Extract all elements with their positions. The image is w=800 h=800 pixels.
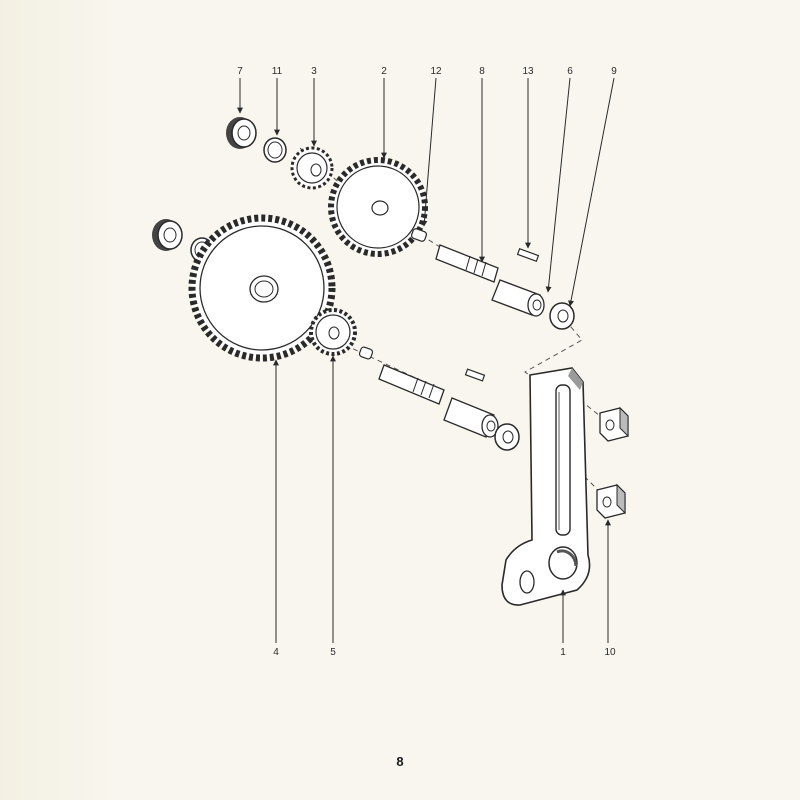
callout-6: 6 [567, 66, 573, 77]
callout-12: 12 [430, 66, 442, 77]
part-7-knurled-nut [226, 117, 257, 149]
part-8-shaft [435, 244, 499, 283]
lower-bushing [443, 397, 499, 438]
callout-4: 4 [273, 647, 279, 658]
callout-10: 10 [604, 647, 616, 658]
callout-1: 1 [560, 647, 566, 658]
lower-set-screw [358, 346, 374, 360]
part-4-large-gear [188, 214, 336, 362]
callout-13: 13 [522, 66, 534, 77]
part-2-medium-gear [328, 157, 428, 257]
part-10-square-nut-lower [596, 483, 626, 519]
part-13-key [516, 247, 540, 263]
callout-8: 8 [479, 66, 485, 77]
lower-spacer [494, 423, 520, 451]
page-number: 8 [396, 754, 404, 769]
part-5-small-gear [309, 308, 357, 356]
callout-7: 7 [237, 66, 243, 77]
part-10-square-nut-upper [599, 406, 629, 442]
callout-labels: 7 11 3 2 12 8 13 6 9 4 5 1 10 [237, 66, 617, 658]
lower-shaft [378, 364, 445, 405]
part-11-washer [263, 137, 287, 163]
callout-11: 11 [272, 66, 283, 77]
part-9-spacer [549, 302, 575, 330]
callout-5: 5 [330, 647, 336, 658]
part-6-bushing [491, 279, 545, 317]
leader-lines [237, 77, 615, 643]
callout-2: 2 [381, 66, 387, 77]
part-3-small-gear [290, 146, 334, 190]
lower-knurled-nut [152, 219, 183, 251]
callout-3: 3 [311, 66, 317, 77]
callout-9: 9 [611, 66, 617, 77]
part-12-set-screw [410, 228, 428, 242]
lower-key [464, 368, 486, 382]
part-1-slotted-arm [501, 367, 591, 606]
